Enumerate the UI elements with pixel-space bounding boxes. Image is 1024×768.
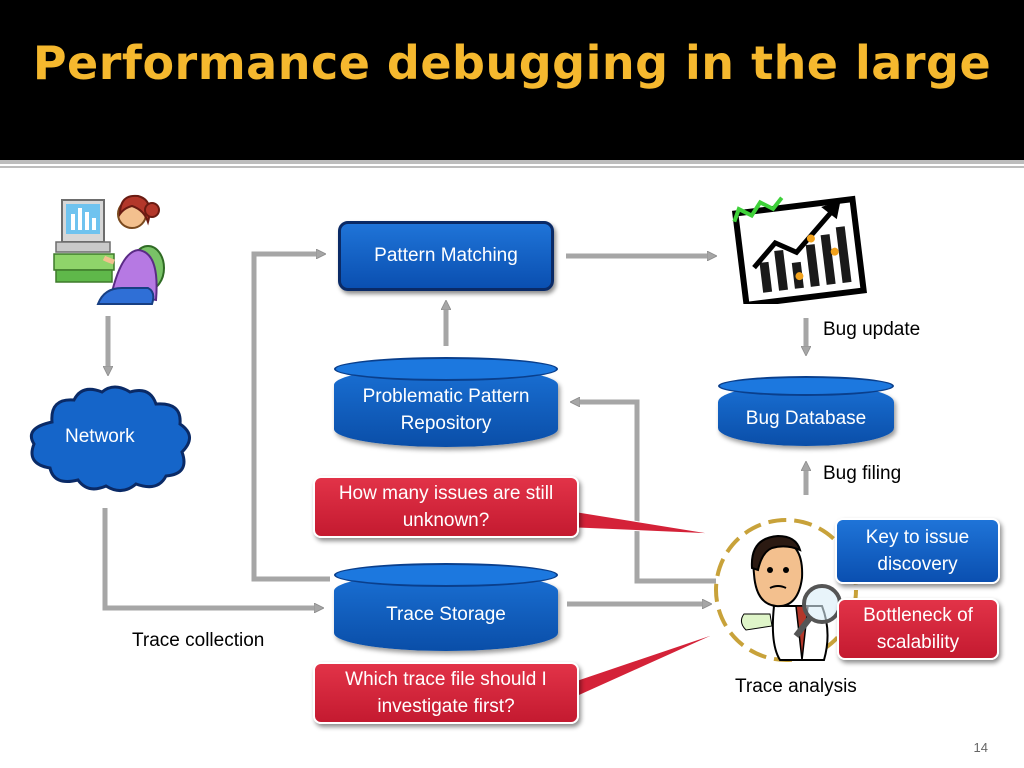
callout-key-line2: discovery [877, 554, 958, 575]
callout-bottleneck-line2: scalability [876, 632, 960, 653]
trace-storage-node: Trace Storage [334, 563, 558, 653]
title-bar [0, 0, 1024, 160]
network-label: Network [65, 426, 135, 447]
problematic-pattern-repository: Problematic Pattern Repository [334, 357, 558, 449]
repository-label-line2: Repository [400, 413, 492, 434]
trace-collection-label: Trace collection [132, 630, 265, 651]
callout-unknown-line1: How many issues are still [338, 483, 554, 504]
arrow-network-to-trace-storage [102, 508, 320, 608]
repository-label-line1: Problematic Pattern [362, 386, 530, 407]
title-divider-thin [0, 166, 1024, 168]
analyst-magnifier-icon [714, 518, 858, 662]
arrow-trace-storage-to-pattern-matching [251, 254, 330, 582]
callout-pointer-which-trace [577, 631, 721, 697]
bug-filing-label: Bug filing [823, 463, 902, 484]
chart-growth-icon [731, 195, 867, 304]
network-cloud-icon [29, 385, 191, 492]
pattern-matching-node: Pattern Matching [338, 221, 554, 291]
bug-database-label: Bug Database [745, 407, 867, 429]
callout-key-discovery: Key to issue discovery [835, 518, 1000, 584]
arrow-analysis-to-repository [574, 402, 716, 584]
bug-update-label: Bug update [823, 319, 921, 340]
pattern-matching-label: Pattern Matching [374, 245, 518, 266]
trace-storage-label: Trace Storage [386, 603, 506, 625]
trace-analysis-label: Trace analysis [735, 676, 857, 697]
bug-database-node: Bug Database [718, 376, 894, 448]
callout-key-line1: Key to issue [865, 527, 970, 548]
callout-which-trace: Which trace file should I investigate fi… [313, 662, 579, 724]
callout-unknown-issues: How many issues are still unknown? [313, 476, 579, 538]
callout-bottleneck-line1: Bottleneck of [863, 605, 973, 626]
callout-pointer-unknown [577, 511, 715, 535]
callout-unknown-line2: unknown? [402, 510, 490, 531]
callout-bottleneck: Bottleneck of scalability [837, 598, 999, 660]
title-divider [0, 160, 1024, 164]
slide-title: Performance debugging in the large [32, 36, 992, 90]
page-number: 14 [973, 740, 988, 755]
callout-which-trace-line1: Which trace file should I [345, 669, 547, 690]
computer-user-icon [53, 194, 165, 305]
callout-which-trace-line2: investigate first? [377, 696, 515, 717]
